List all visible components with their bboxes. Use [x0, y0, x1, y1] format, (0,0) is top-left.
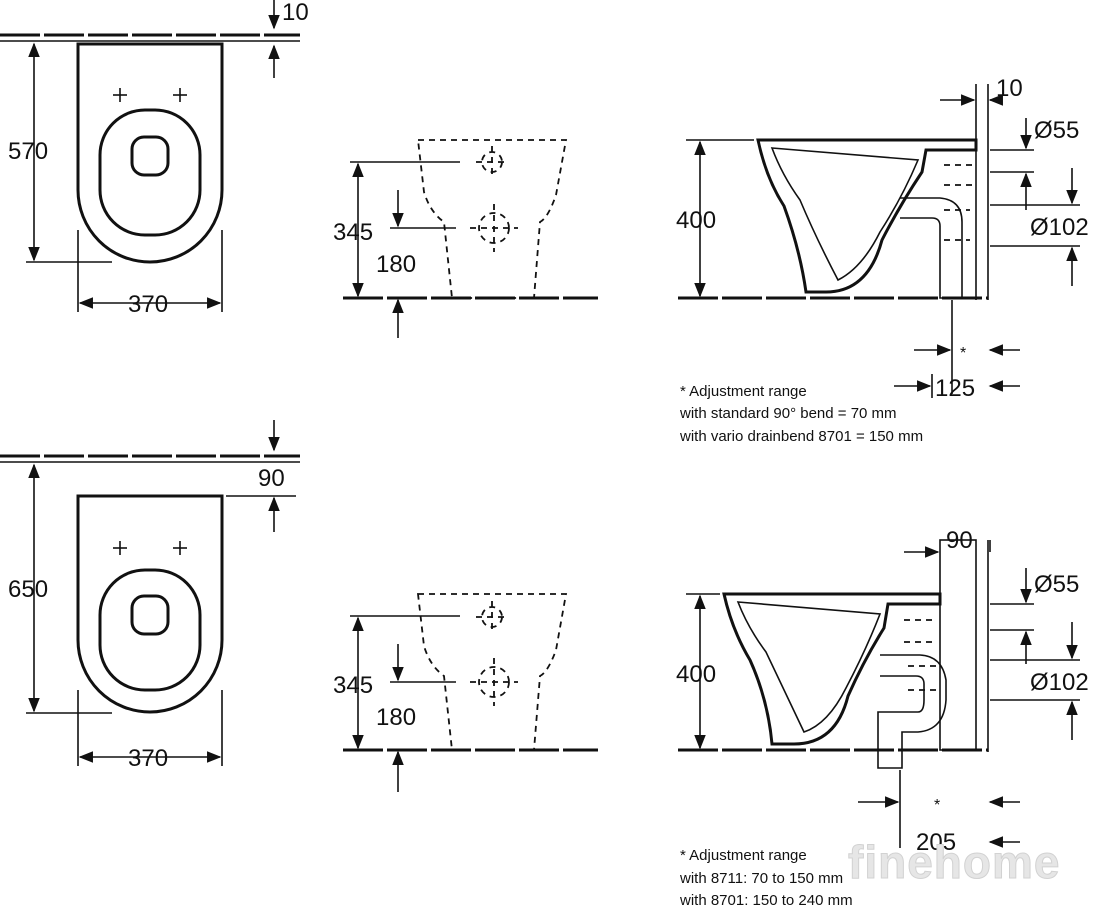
side-wall-gap-label: 90	[946, 527, 973, 554]
outlet-large-label: Ø102	[1030, 669, 1089, 696]
seat-outline	[98, 108, 202, 237]
top-plan-view: 570 370 10	[0, 0, 309, 318]
outlet-small-label: Ø55	[1034, 571, 1079, 598]
plan-wall-gap-label: 10	[282, 0, 309, 26]
note-line: * Adjustment range	[680, 383, 807, 400]
drain-bend	[877, 654, 947, 769]
seat-opening	[130, 594, 170, 636]
adjust-mark: *	[934, 797, 940, 814]
bottom-plan-view: 650 370 90	[0, 420, 300, 772]
top-side-view: 400 10 Ø55 Ø102 * 125	[676, 75, 1089, 402]
drain-bend	[900, 197, 963, 299]
plan-depth-label: 650	[8, 576, 48, 603]
bowl-side-outline	[756, 138, 978, 294]
outlet-small-label: Ø55	[1034, 117, 1079, 144]
fixing-cross-icon	[470, 146, 518, 252]
bowl-front-outline	[416, 139, 568, 299]
plan-width-label: 370	[128, 745, 168, 772]
front-height-lower-label: 180	[376, 251, 416, 278]
side-height-label: 400	[676, 661, 716, 688]
fixing-hole-icon	[113, 541, 187, 555]
note-line: with 8711: 70 to 150 mm	[679, 870, 843, 887]
front-height-upper-label: 345	[333, 672, 373, 699]
outlet-large-label: Ø102	[1030, 214, 1089, 241]
side-offset-label: 125	[935, 375, 975, 402]
bottom-note: * Adjustment range with 8711: 70 to 150 …	[679, 847, 853, 908]
seat-opening	[130, 135, 170, 177]
seat-outline	[98, 568, 202, 692]
side-height-label: 400	[676, 207, 716, 234]
front-height-upper-label: 345	[333, 219, 373, 246]
bottom-front-view: 345 180	[333, 593, 598, 792]
plan-wall-gap-label: 90	[258, 465, 285, 492]
bowl-front-outline	[416, 593, 568, 751]
note-line: with 8701: 150 to 240 mm	[679, 892, 853, 908]
plan-width-label: 370	[128, 291, 168, 318]
fixing-hole-icon	[113, 88, 187, 102]
top-note: * Adjustment range with standard 90° ben…	[679, 383, 923, 445]
fixing-cross-icon	[470, 601, 518, 706]
bowl-outline	[76, 42, 224, 264]
top-front-view: 345 180	[333, 139, 598, 338]
installation-frame	[939, 539, 977, 751]
watermark: finehome	[848, 836, 1060, 888]
adjust-mark: *	[960, 345, 966, 362]
side-wall-gap-label: 10	[996, 75, 1023, 102]
bowl-outline	[76, 494, 224, 714]
note-line: * Adjustment range	[680, 847, 807, 864]
note-line: with standard 90° bend = 70 mm	[679, 405, 897, 422]
front-height-lower-label: 180	[376, 704, 416, 731]
note-line: with vario drainbend 8701 = 150 mm	[679, 428, 923, 445]
bowl-side-outline	[722, 592, 942, 746]
side-offset-label: 205	[916, 829, 956, 856]
bottom-side-view: 90 400 Ø55 Ø102 * 205	[676, 527, 1089, 856]
plan-depth-label: 570	[8, 138, 48, 165]
